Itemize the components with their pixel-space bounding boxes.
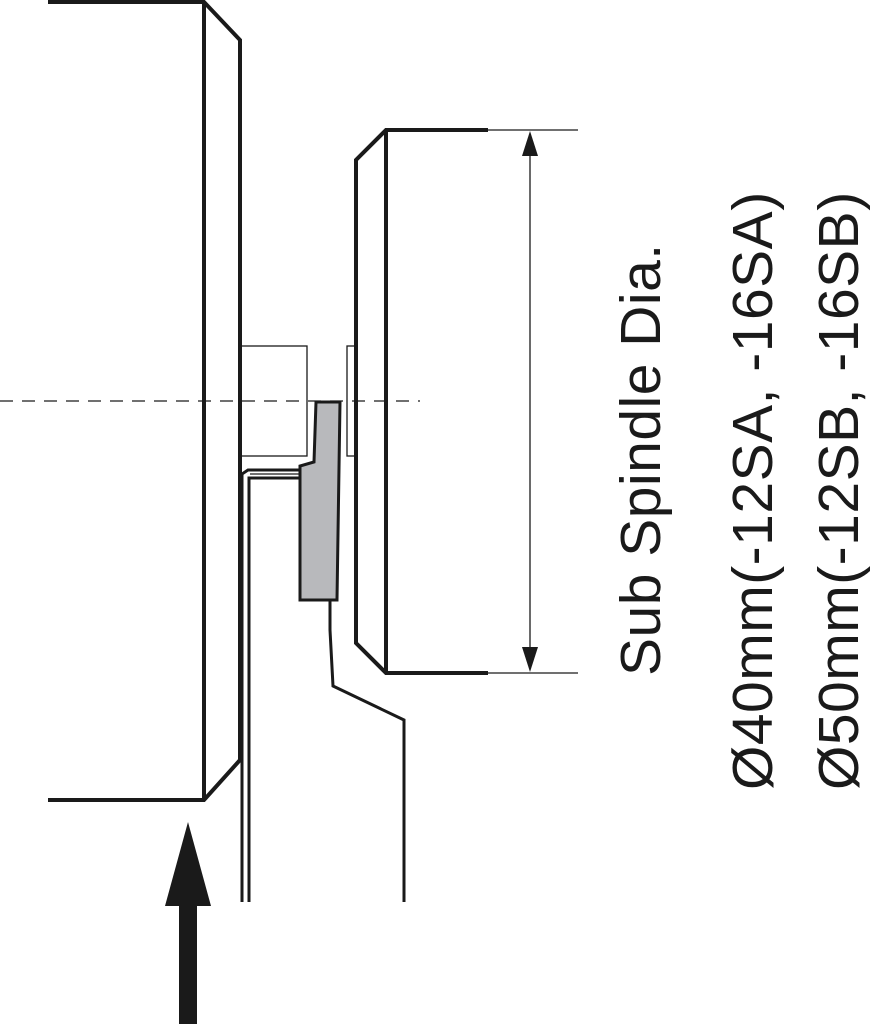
dimension-arrow-up [522,131,538,156]
dimension-title: Sub Spindle Dia. [609,243,673,676]
dimension-line-1: Ø40mm(-12SA, -16SA) [721,191,785,790]
cutting-tool [298,400,342,602]
diameter-dimension [488,129,578,674]
dimension-arrow-down [522,647,538,672]
dimension-line-2: Ø50mm(-12SB, -16SB) [807,191,871,790]
sub-spindle [354,128,488,675]
feed-direction-arrow [165,822,211,1024]
